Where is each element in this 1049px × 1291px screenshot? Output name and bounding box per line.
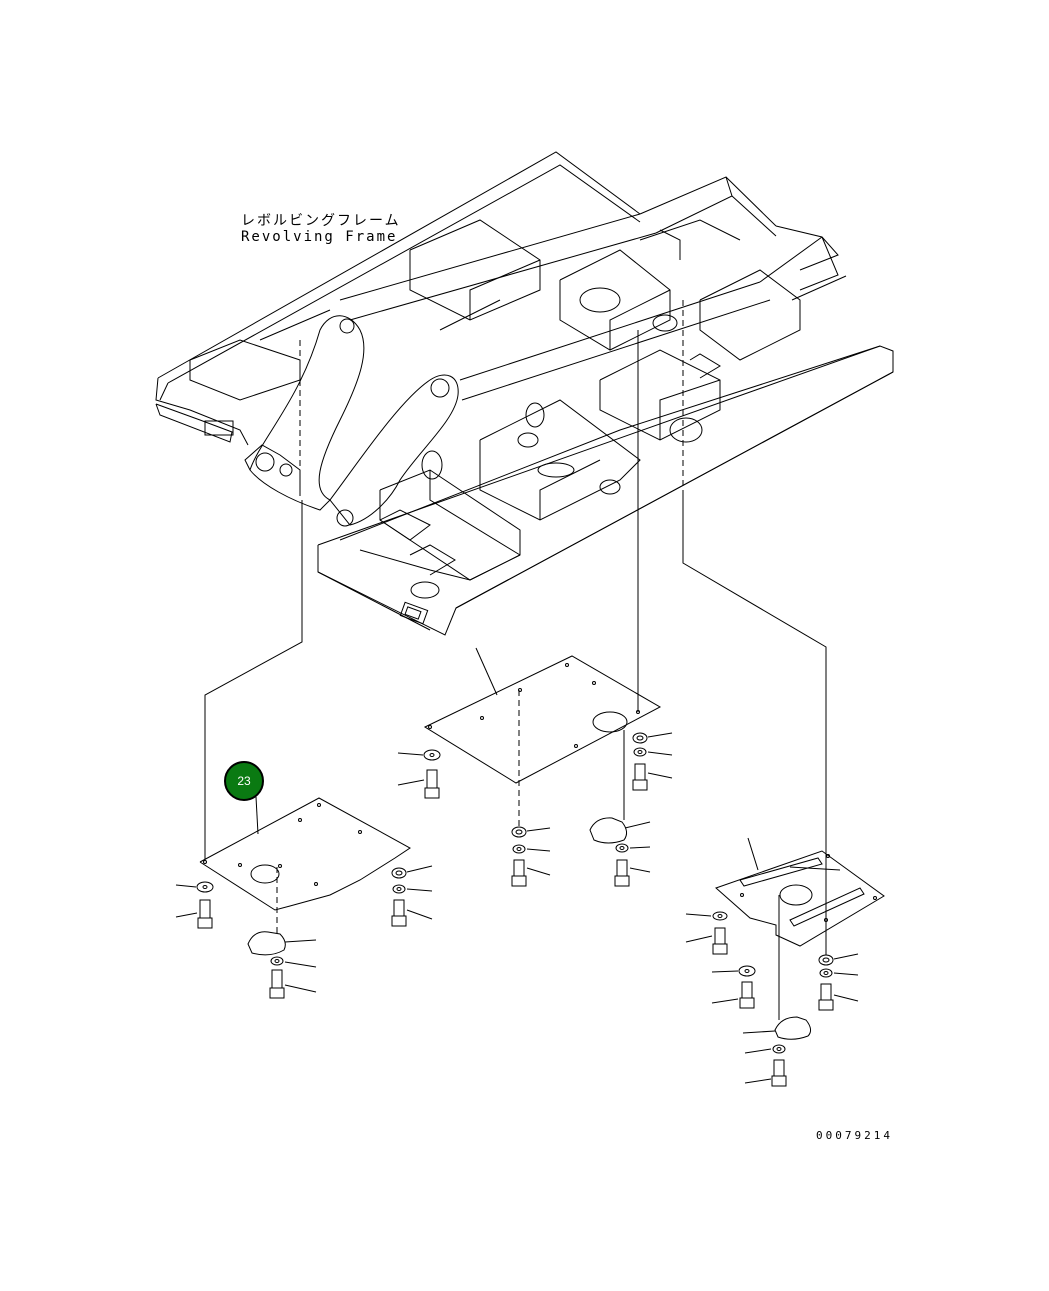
part-callout-number: 23 [237,774,251,788]
cover-plate-left [176,798,432,998]
leader-lines [205,300,826,1020]
cover-plate-center [398,656,672,886]
frame-title-english: Revolving Frame [241,229,398,245]
frame-title-japanese: レボルビングフレーム [241,213,401,229]
part-callout-23[interactable]: 23 [224,761,264,801]
drawing-number: 00079214 [816,1129,893,1142]
cover-plate-right [686,851,884,1086]
